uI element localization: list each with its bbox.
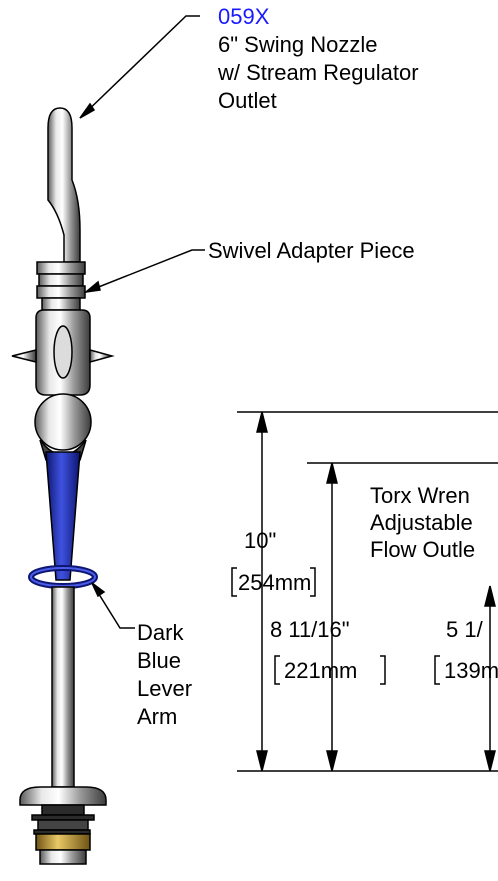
swivel-adapter (36, 261, 86, 275)
lever-label-line4: Arm (137, 704, 177, 729)
swivel-leader (85, 249, 205, 293)
short-dim-inch: 5 1/ (446, 617, 484, 642)
mid-mm-bracket (274, 655, 386, 685)
nozzle-leader (79, 15, 200, 119)
riser-tube (51, 586, 75, 788)
faucet-assembly (11, 107, 115, 865)
part-number-label: 059X (218, 4, 270, 29)
swivel-label: Swivel Adapter Piece (208, 238, 415, 263)
swing-nozzle (47, 107, 81, 263)
overall-dim-inch: 10" (244, 528, 276, 553)
torx-label-line3: Flow Outle (370, 537, 475, 562)
mid-dim-inch: 8 11/16" (270, 617, 350, 642)
mid-dim-mm: 221mm (284, 658, 357, 683)
nozzle-label-line3: Outlet (218, 88, 277, 113)
right-wing (89, 349, 115, 363)
nozzle-label-line2: w/ Stream Regulator (217, 60, 419, 85)
brass-nut (35, 833, 91, 851)
lever-arm (45, 451, 81, 581)
leader-lines (79, 15, 205, 629)
torx-label-line1: Torx Wren (370, 483, 470, 508)
overall-dim-mm: 254mm (238, 570, 311, 595)
torx-label-line2: Adjustable (370, 510, 473, 535)
base-flange (19, 786, 107, 806)
short-mm-bracket (434, 655, 440, 685)
lever-label-line3: Lever (137, 676, 192, 701)
lever-leader (91, 582, 135, 629)
left-wing (11, 349, 37, 363)
ball-joint (34, 393, 92, 451)
overall-mm-bracket (231, 567, 316, 597)
short-dim-mm: 139m (444, 658, 498, 683)
lever-label-line2: Blue (137, 648, 181, 673)
lever-label-line1: Dark (137, 620, 184, 645)
dimension-lines (231, 411, 498, 772)
shank (41, 804, 85, 816)
callout-text: 059X 6" Swing Nozzle w/ Stream Regulator… (137, 4, 498, 729)
nozzle-label-line1: 6" Swing Nozzle (218, 32, 377, 57)
